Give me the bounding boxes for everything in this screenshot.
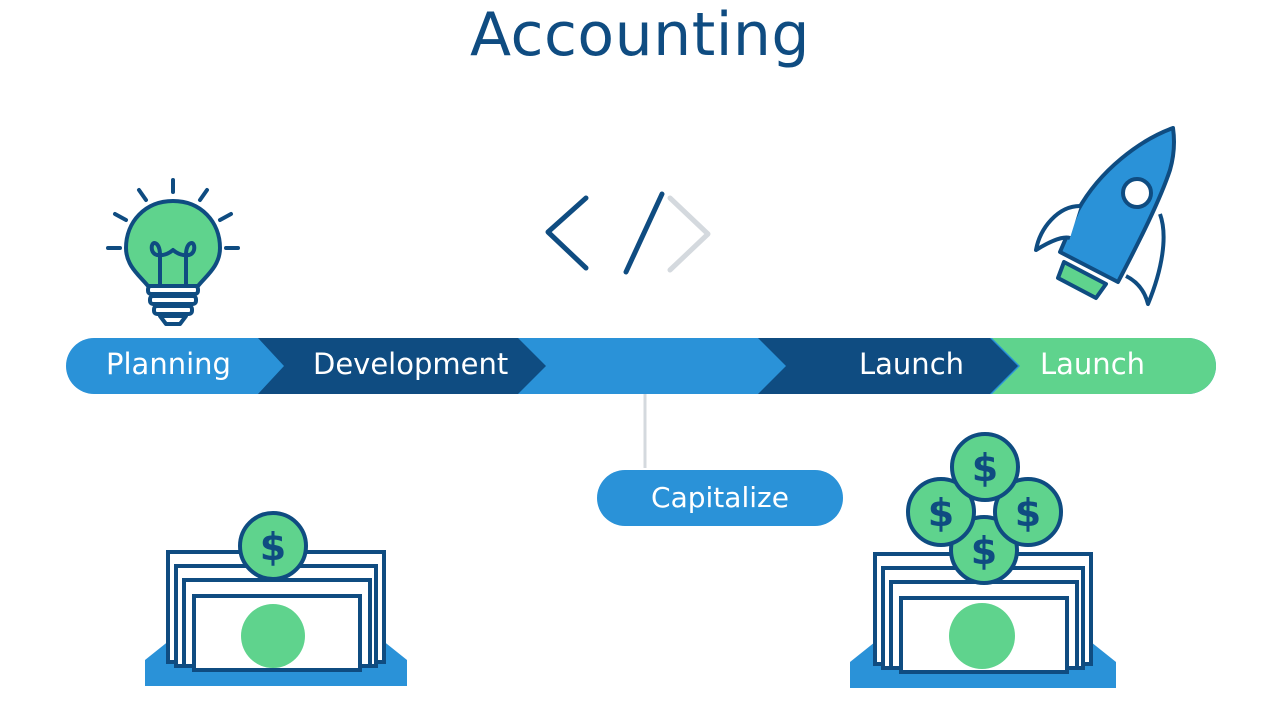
svg-text:$: $	[928, 491, 954, 535]
svg-text:$: $	[972, 446, 998, 490]
svg-text:$: $	[260, 525, 286, 569]
rocket-icon	[1034, 126, 1176, 306]
svg-text:$: $	[1015, 491, 1041, 535]
timeline-bar	[66, 338, 1216, 394]
cash-stack-with-coins-icon: $ $ $ $	[850, 432, 1116, 688]
phase-label-launch-a: Launch	[859, 347, 965, 381]
phase-label-development: Development	[313, 347, 509, 381]
diagram-title: Accounting	[469, 0, 811, 70]
timeline-segment-launch-b	[992, 338, 1216, 394]
timeline-segment-development	[258, 338, 546, 394]
cash-stack-with-coin-icon: $	[145, 511, 407, 686]
lightbulb-icon	[106, 178, 240, 326]
svg-text:$: $	[971, 529, 997, 573]
code-brackets-icon	[545, 191, 711, 275]
phase-label-planning: Planning	[106, 347, 231, 381]
phase-label-launch-b: Launch	[1040, 347, 1146, 381]
capitalize-pill: Capitalize	[597, 470, 843, 526]
timeline-segment-launch-a	[758, 338, 1018, 394]
